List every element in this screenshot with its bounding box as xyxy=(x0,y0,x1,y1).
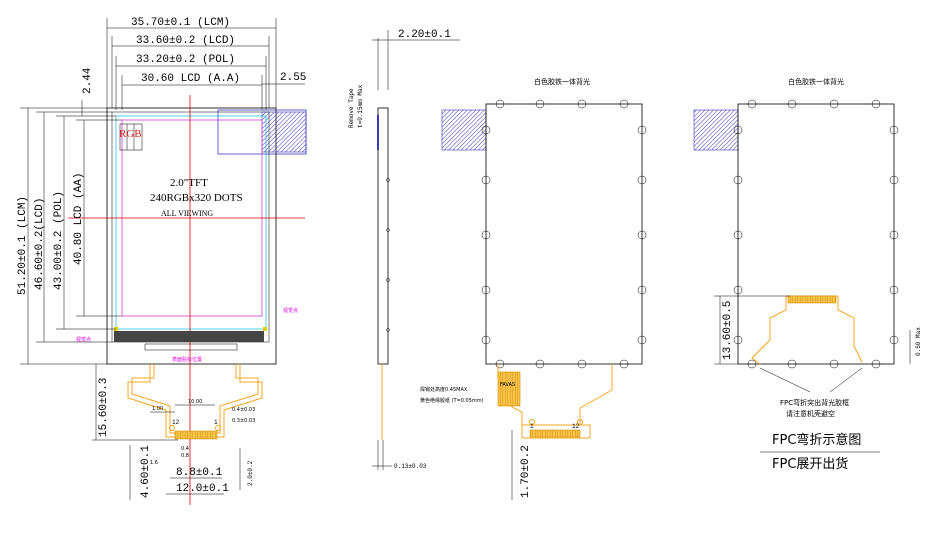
caption-fold: FPC弯折示意图 xyxy=(772,432,861,448)
back2-fpc-dim: 13.60±0.5 xyxy=(722,301,734,360)
fpc-dim-04: 0.4 xyxy=(181,446,189,452)
dim-thickness: 2.20±0.1 xyxy=(398,29,451,41)
dim-top-offset: 2.44 xyxy=(82,67,94,94)
dim-right-offset: 2.55 xyxy=(280,72,306,84)
back-view-folded: 白色胶铁一体背光 13.60±0.5 0.50 Max FPC弯折突出背光胶框 … xyxy=(693,77,922,472)
back1-fpc-dim: 1.70±0.2 xyxy=(520,445,532,498)
dim-aa-width: 30.60 LCD (A.A) xyxy=(141,73,240,85)
dim-pol-width: 33.20±0.2 (POL) xyxy=(136,54,235,66)
dim-lcm-height: 51.20±0.1 (LCM) xyxy=(17,196,29,295)
fpc-dim-20: 2.0±0.2 xyxy=(247,460,254,486)
lcd-size: 2.0"TFT xyxy=(170,177,208,189)
back2-title: 白色胶铁一体背光 xyxy=(788,77,844,86)
fpc-part-label: FAVAS xyxy=(500,382,515,388)
back1-note-2: 黄色绝缘胶纸 (T=0.05mm) xyxy=(420,397,484,404)
back1-pin-1: 1 xyxy=(530,423,534,430)
back2-note-1: FPC弯折突出背光胶框 xyxy=(780,398,849,407)
side-view: 2.20±0.1 Remove Tape t=0.15mm Max 0.13±0… xyxy=(348,29,460,470)
lcd-viewing: ALL VIEWING xyxy=(161,209,213,218)
marker-right-label: 视觉点 xyxy=(283,307,298,314)
fpc-dim-08: 0.8 xyxy=(181,453,189,459)
back2-note-2: 请注意机壳避空 xyxy=(786,409,835,418)
dim-aa-height: 40.80 LCD (AA) xyxy=(73,173,85,265)
back1-pin-12: 12 xyxy=(572,423,580,430)
dim-lcm-width: 35.70±0.1 (LCM) xyxy=(131,17,230,29)
back1-title: 白色胶铁一体背光 xyxy=(534,77,590,86)
dim-fpc-length: 15.60±0.3 xyxy=(98,378,110,437)
fpc-dim-16: 1.6 xyxy=(150,460,158,466)
rgb-label: RGB xyxy=(119,128,142,140)
fpc-dim-1: 1.00 xyxy=(152,406,163,412)
fpc-dim-10: 10.00 xyxy=(188,399,202,405)
fpc-dim-04-tol: 0.4±0.03 xyxy=(232,407,255,413)
dim-pol-height: 43.00±0.2 (POL) xyxy=(53,191,65,290)
dim-fpc-thickness: 0.13±0.03 xyxy=(394,463,427,470)
back2-right-dim: 0.50 Max xyxy=(915,327,922,356)
fpc-dim-120: 12.0±0.1 xyxy=(176,483,229,495)
front-view: 35.70±0.1 (LCM) 33.60±0.2 (LCD) 33.20±0.… xyxy=(17,17,306,505)
dim-lcd-width: 33.60±0.2 (LCD) xyxy=(136,35,235,47)
caption-unfold: FPC展开出货 xyxy=(772,456,848,472)
fpc-dim-88: 8.8±0.1 xyxy=(176,467,223,479)
marker-left-label: 视觉点 xyxy=(76,336,91,343)
fpc-pin-12: 12 xyxy=(172,419,180,426)
bottom-marker-label: 表面贴标位置 xyxy=(172,356,202,363)
lcd-resolution: 240RGBx320 DOTS xyxy=(150,192,243,204)
tape-label-2: t=0.15mm Max xyxy=(357,84,364,128)
fpc-dim-height: 4.60±0.1 xyxy=(140,445,152,498)
fpc-dim-03-tol: 0.3±0.03 xyxy=(232,418,255,424)
dim-lcd-height: 46.60±0.2(LCD) xyxy=(34,198,46,290)
fpc-pin-1: 1 xyxy=(214,419,218,426)
back1-note-1: 焊锡处高度0.45MAX xyxy=(420,386,468,393)
tape-label-1: Remove Tape xyxy=(348,88,355,128)
back-view-unfolded: 白色胶铁一体背光 FAVAS 焊锡处高度0.45MAX 黄色绝缘胶纸 (T=0.… xyxy=(420,77,647,500)
